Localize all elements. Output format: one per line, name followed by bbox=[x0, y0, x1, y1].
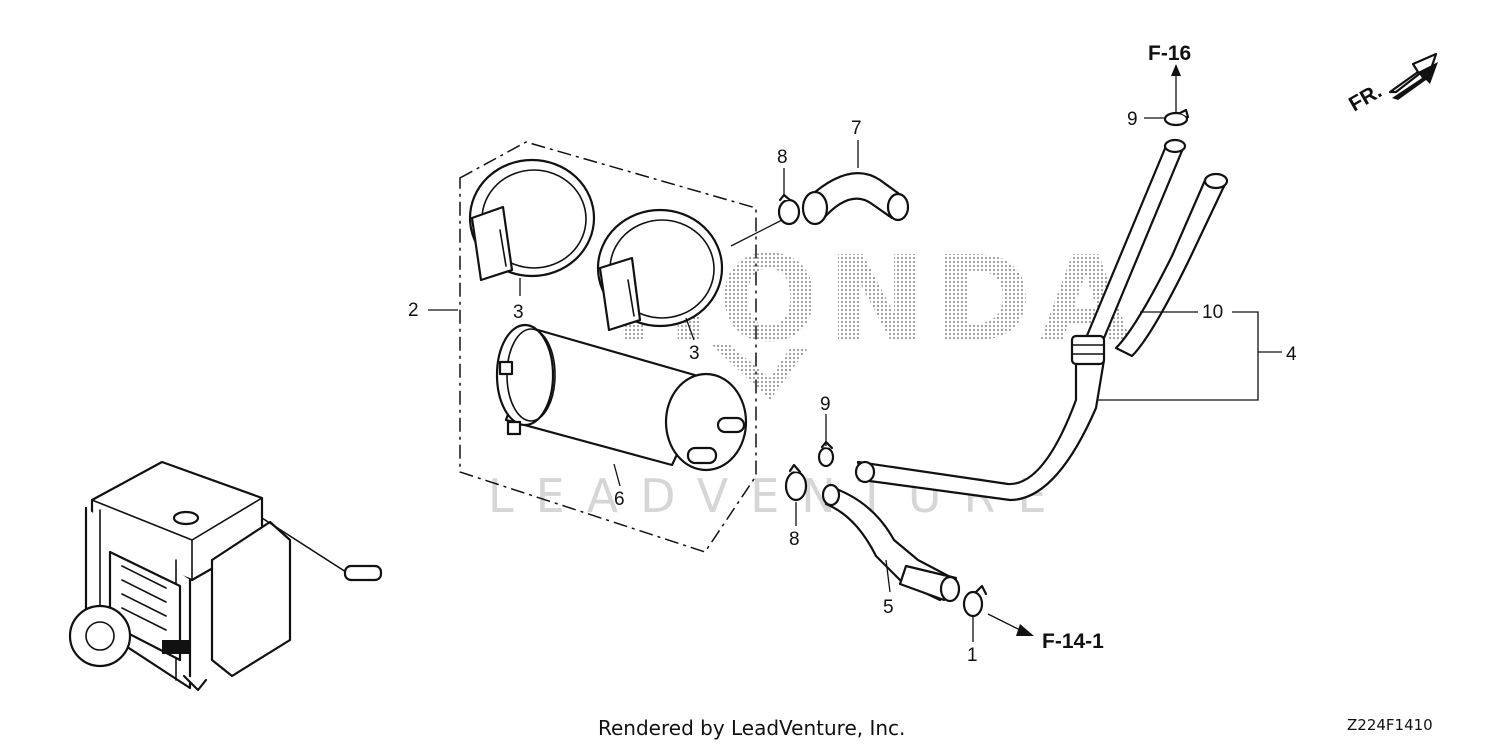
hose-clip-9-lower[interactable] bbox=[817, 440, 835, 468]
hose-7[interactable] bbox=[801, 172, 910, 226]
tube-joint-10[interactable] bbox=[1070, 334, 1106, 366]
canister-band-right[interactable] bbox=[596, 208, 724, 332]
tube-clip-upper[interactable] bbox=[1163, 108, 1190, 127]
callout-4[interactable]: 4 bbox=[1286, 344, 1297, 365]
hose-clip-8-lower[interactable] bbox=[784, 463, 808, 502]
front-direction-arrow: FR. bbox=[1345, 52, 1438, 116]
callout-9-upper[interactable]: 9 bbox=[1127, 109, 1138, 130]
kit-boundary bbox=[459, 141, 757, 553]
callout-1[interactable]: 1 bbox=[967, 645, 978, 666]
hose-clip-1[interactable] bbox=[962, 584, 988, 618]
callout-10[interactable]: 10 bbox=[1202, 302, 1223, 323]
leader-lines bbox=[428, 117, 1282, 642]
reference-bottom-label[interactable]: F-14-1 bbox=[1042, 630, 1104, 653]
render-credit: Rendered by LeadVenture, Inc. bbox=[598, 716, 906, 740]
reference-top-label[interactable]: F-16 bbox=[1148, 42, 1191, 65]
canister-band-left[interactable] bbox=[468, 158, 596, 282]
reference-arrow-top: F-16 bbox=[1148, 42, 1191, 112]
charcoal-canister[interactable] bbox=[495, 323, 748, 472]
wing-watermark bbox=[712, 345, 808, 400]
callout-7[interactable]: 7 bbox=[851, 118, 862, 139]
callout-8-upper[interactable]: 8 bbox=[777, 147, 788, 168]
callout-3-right[interactable]: 3 bbox=[689, 343, 700, 364]
hose-clip-upper[interactable] bbox=[777, 193, 801, 226]
diagram-code: Z224F1410 bbox=[1347, 716, 1433, 734]
generator-thumbnail bbox=[68, 460, 383, 692]
front-direction-label: FR. bbox=[1345, 79, 1386, 116]
reference-arrow-bottom: F-14-1 bbox=[987, 613, 1104, 653]
callout-6[interactable]: 6 bbox=[614, 489, 625, 510]
callout-3-left[interactable]: 3 bbox=[513, 302, 524, 323]
callout-5[interactable]: 5 bbox=[883, 597, 894, 618]
callout-9-lower[interactable]: 9 bbox=[820, 394, 831, 415]
hose-5[interactable] bbox=[821, 483, 961, 603]
callout-2[interactable]: 2 bbox=[408, 300, 419, 321]
callout-8-lower[interactable]: 8 bbox=[789, 529, 800, 550]
